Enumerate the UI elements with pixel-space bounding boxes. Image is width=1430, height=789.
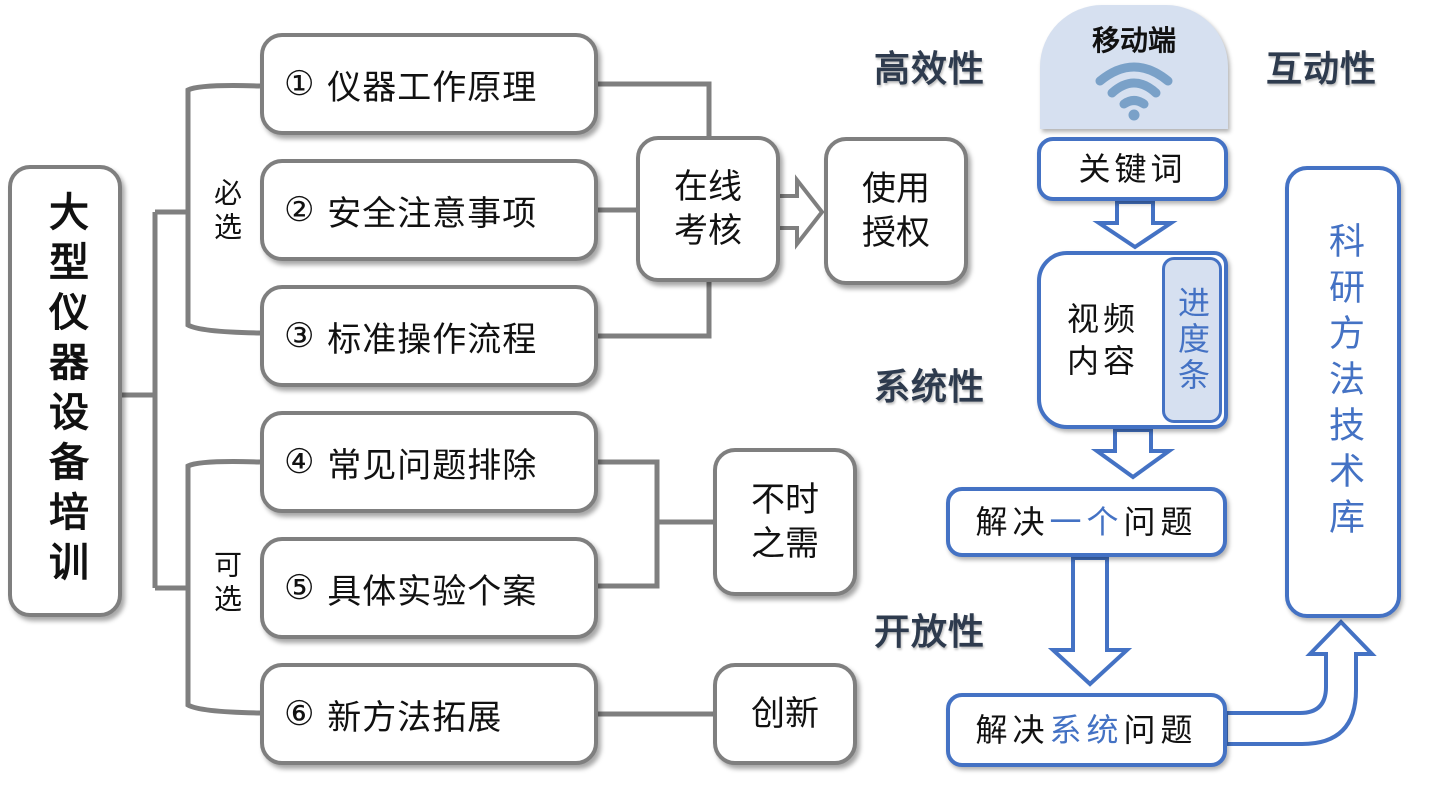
module-number: ④ [284, 442, 316, 482]
exam-to-auth-arrow [780, 174, 825, 250]
item3-to-exam [598, 281, 712, 339]
online-exam-label: 在线考核 [674, 167, 742, 251]
item1-to-exam [598, 81, 712, 137]
solve-one-box: 解决一个问题 [946, 487, 1227, 557]
module-1-box: ① 仪器工作原理 [260, 33, 598, 135]
solve-system-box: 解决系统问题 [946, 693, 1227, 767]
interactivity-label: 互动性 [1266, 49, 1378, 90]
optional-group-label: 可选 [210, 550, 243, 618]
module-number: ⑤ [284, 568, 316, 608]
innovation-box: 创新 [713, 663, 857, 765]
solve-system-prefix: 解决 [975, 711, 1050, 749]
openness-label: 开放性 [874, 612, 986, 653]
module-2-box: ② 安全注意事项 [260, 159, 598, 261]
efficiency-label: 高效性 [874, 49, 986, 90]
progress-bar-label: 进度条 [1173, 286, 1211, 394]
module-number: ⑥ [284, 694, 316, 734]
solve-system-highlight: 系统 [1049, 711, 1124, 749]
module-4-box: ④ 常见问题排除 [260, 411, 598, 513]
keyword-to-video-arrow [1092, 200, 1178, 250]
solve-one-to-system-arrow [1047, 556, 1133, 687]
item4-to-ondemand [598, 459, 660, 589]
required-group-label: 必选 [210, 178, 243, 246]
mobile-tab: 移动端 [1040, 5, 1228, 129]
optional-bracket [185, 459, 261, 716]
keyword-label: 关键词 [1078, 150, 1187, 188]
keyword-box: 关键词 [1037, 137, 1228, 201]
authorization-label: 使用授权 [862, 169, 930, 253]
library-box: 科研方法技术库 [1285, 166, 1401, 618]
required-bracket [185, 83, 261, 336]
module-3-box: ③ 标准操作流程 [260, 285, 598, 387]
solve-system-suffix: 问题 [1123, 711, 1198, 749]
module-5-box: ⑤ 具体实验个案 [260, 537, 598, 639]
authorization-box: 使用授权 [824, 137, 968, 285]
on-demand-label: 不时之需 [751, 480, 819, 564]
module-label: 标准操作流程 [327, 319, 538, 360]
video-content-label: 视频内容 [1066, 300, 1139, 380]
solve-one-highlight: 一个 [1049, 503, 1124, 541]
module-number: ① [284, 64, 316, 104]
innovation-label: 创新 [751, 694, 819, 734]
system-to-library-arrow [1224, 619, 1377, 746]
systematic-label: 系统性 [874, 367, 986, 408]
on-demand-box: 不时之需 [713, 448, 857, 596]
online-exam-box: 在线考核 [636, 136, 780, 282]
wifi-icon [1095, 62, 1173, 121]
module-6-box: ⑥ 新方法拓展 [260, 663, 598, 765]
progress-bar-strip: 进度条 [1162, 257, 1222, 423]
mobile-title: 移动端 [1091, 24, 1176, 57]
video-to-solve-one-arrow [1090, 428, 1176, 480]
module-label: 常见问题排除 [327, 445, 538, 486]
module-label: 安全注意事项 [327, 193, 538, 234]
module-label: 仪器工作原理 [327, 67, 538, 108]
solve-one-suffix: 问题 [1123, 503, 1198, 541]
solve-one-prefix: 解决 [975, 503, 1050, 541]
video-content-box: 视频内容 进度条 [1037, 251, 1228, 429]
module-label: 新方法拓展 [327, 697, 503, 738]
root-box: 大型仪器设备培训 [8, 165, 122, 617]
root-label: 大型仪器设备培训 [42, 191, 88, 591]
library-label: 科研方法技术库 [1323, 222, 1364, 544]
module-label: 具体实验个案 [327, 571, 538, 612]
module-number: ③ [284, 316, 316, 356]
module-number: ② [284, 190, 316, 230]
